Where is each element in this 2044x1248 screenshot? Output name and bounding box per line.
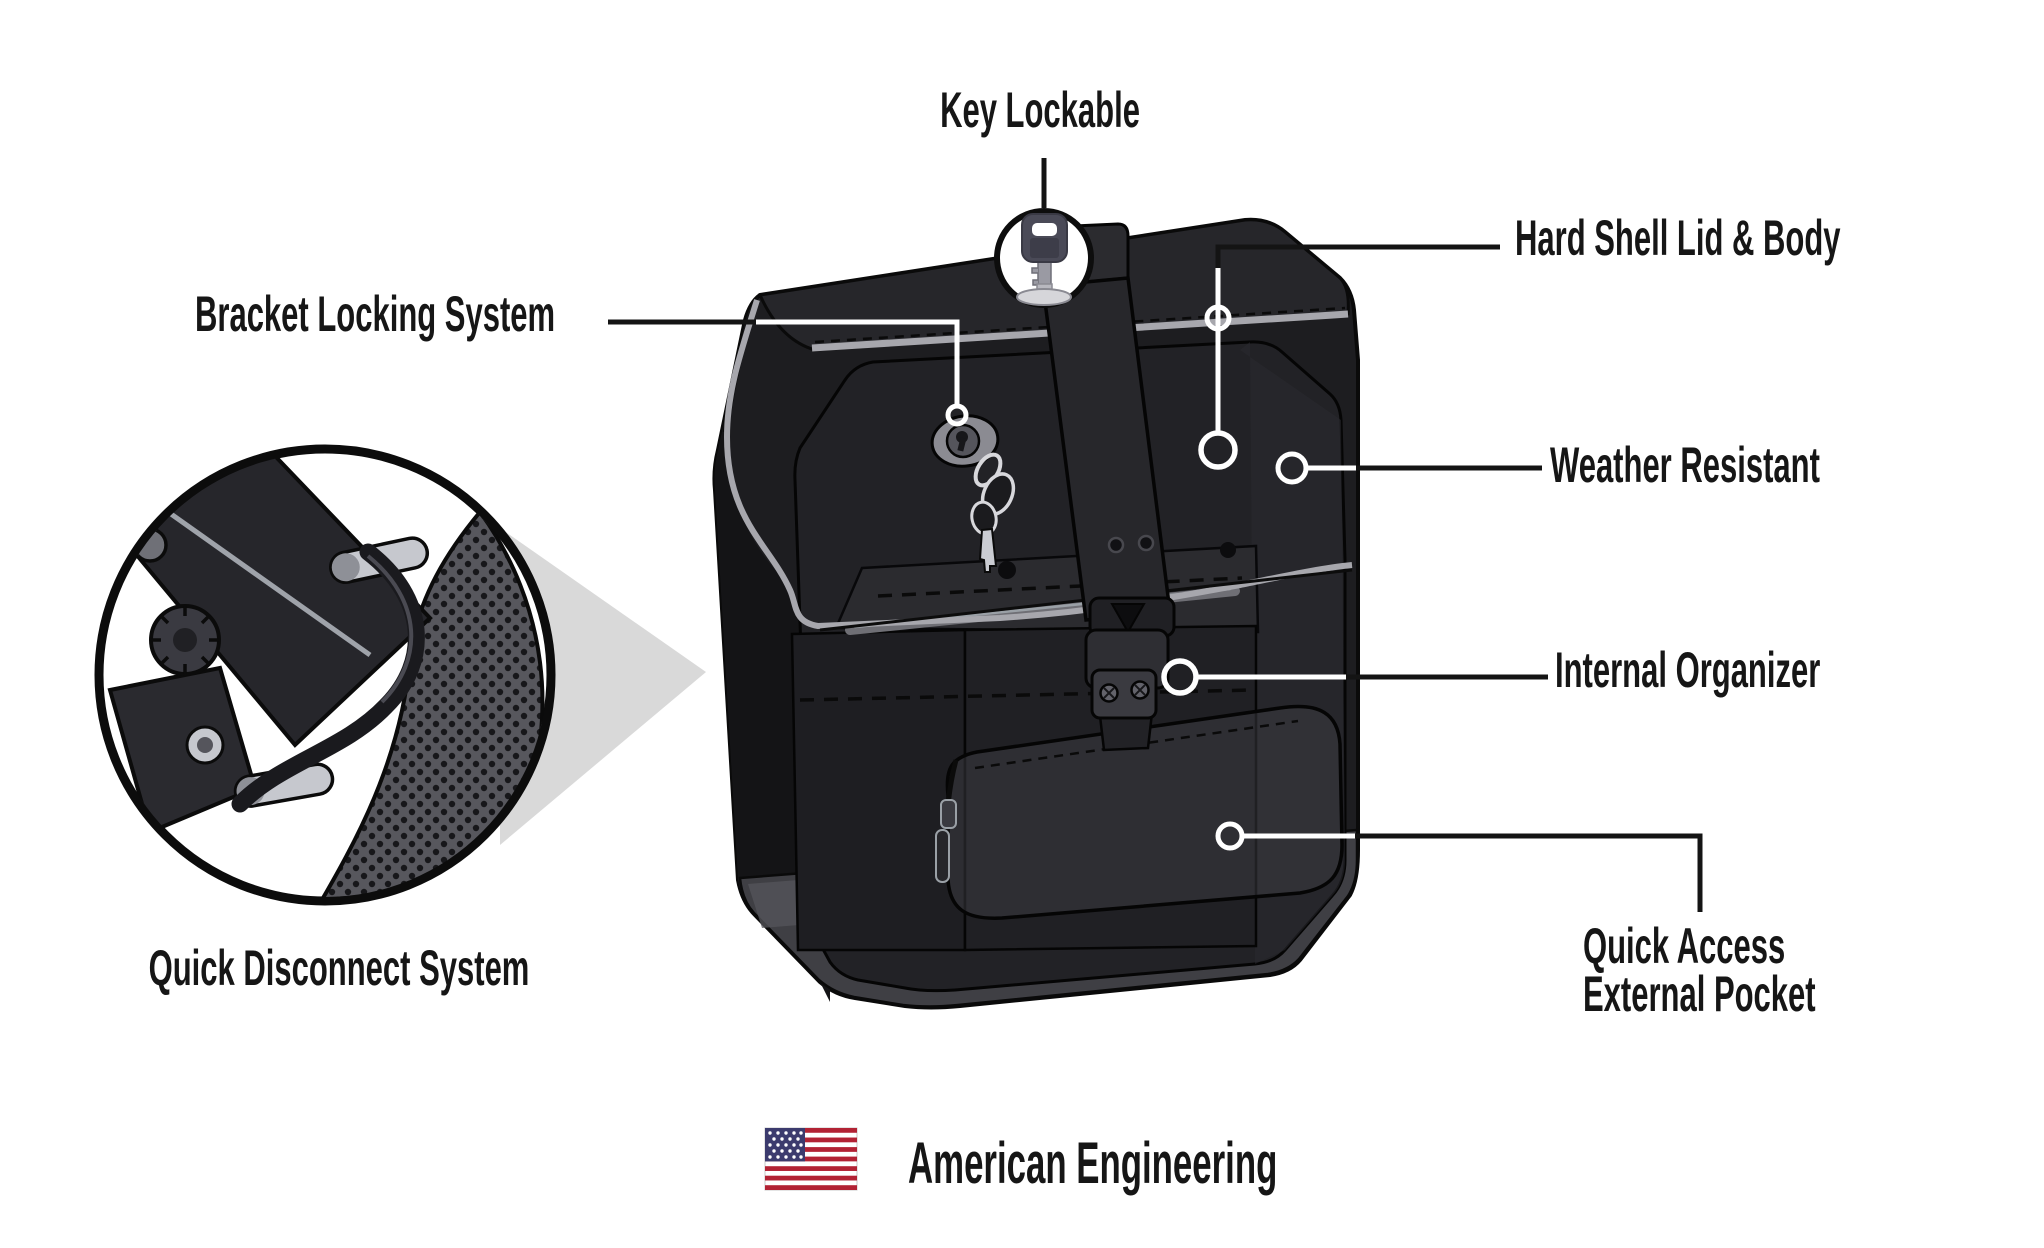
callout-quick-disconnect-label: Quick Disconnect System [148, 940, 530, 996]
key-icon [1016, 213, 1072, 306]
knurled-knob-icon [149, 604, 221, 676]
strap-buckle [1084, 596, 1176, 752]
internal-organizer-line [1161, 658, 1548, 696]
keyhole-icon [930, 414, 1000, 468]
organizer-stitch-top [877, 576, 1243, 598]
external-pocket [945, 704, 1344, 920]
callout-weather-resistant-label: Weather Resistant [1550, 437, 1820, 493]
weather-resistant-line [1275, 451, 1542, 485]
top-stitching [814, 306, 1346, 344]
key-badge [994, 208, 1094, 308]
zipper-pull-icon [935, 829, 950, 883]
quick-disconnect-inset [94, 444, 556, 906]
rivet-dot [998, 561, 1016, 579]
hard-shell-line [1198, 244, 1500, 470]
us-flag-icon [764, 1127, 858, 1191]
bracket-locking-line [608, 319, 969, 427]
american-engineering-label: American Engineering [908, 1131, 1278, 1196]
callout-hard-shell-label: Hard Shell Lid & Body [1515, 210, 1841, 266]
callout-quick-access-label: Quick Access External Pocket [1583, 918, 1816, 1022]
saddlebag [712, 217, 1360, 1010]
keys-icon [970, 452, 1016, 573]
u-bar [231, 543, 425, 813]
callout-lines [608, 158, 1703, 912]
zipper [935, 759, 959, 883]
rivet-dot [1220, 542, 1236, 558]
plate-edge-highlight [138, 489, 372, 658]
quick-access-line1: Quick Access [1583, 918, 1786, 974]
callout-bracket-locking-label: Bracket Locking System [195, 286, 556, 342]
zoom-beam-triangle [500, 528, 706, 845]
organizer-stitch-mid [799, 688, 1253, 702]
quick-access-line [1215, 821, 1703, 912]
quick-access-line2: External Pocket [1583, 966, 1816, 1022]
callout-key-lockable-label: Key Lockable [940, 82, 1140, 138]
lid-seam-piping [723, 299, 1353, 630]
organizer-pouch-left [790, 628, 967, 952]
u-bar-highlight [366, 554, 414, 704]
screw-icon [197, 737, 213, 753]
callout-internal-organizer-label: Internal Organizer [1555, 642, 1821, 698]
